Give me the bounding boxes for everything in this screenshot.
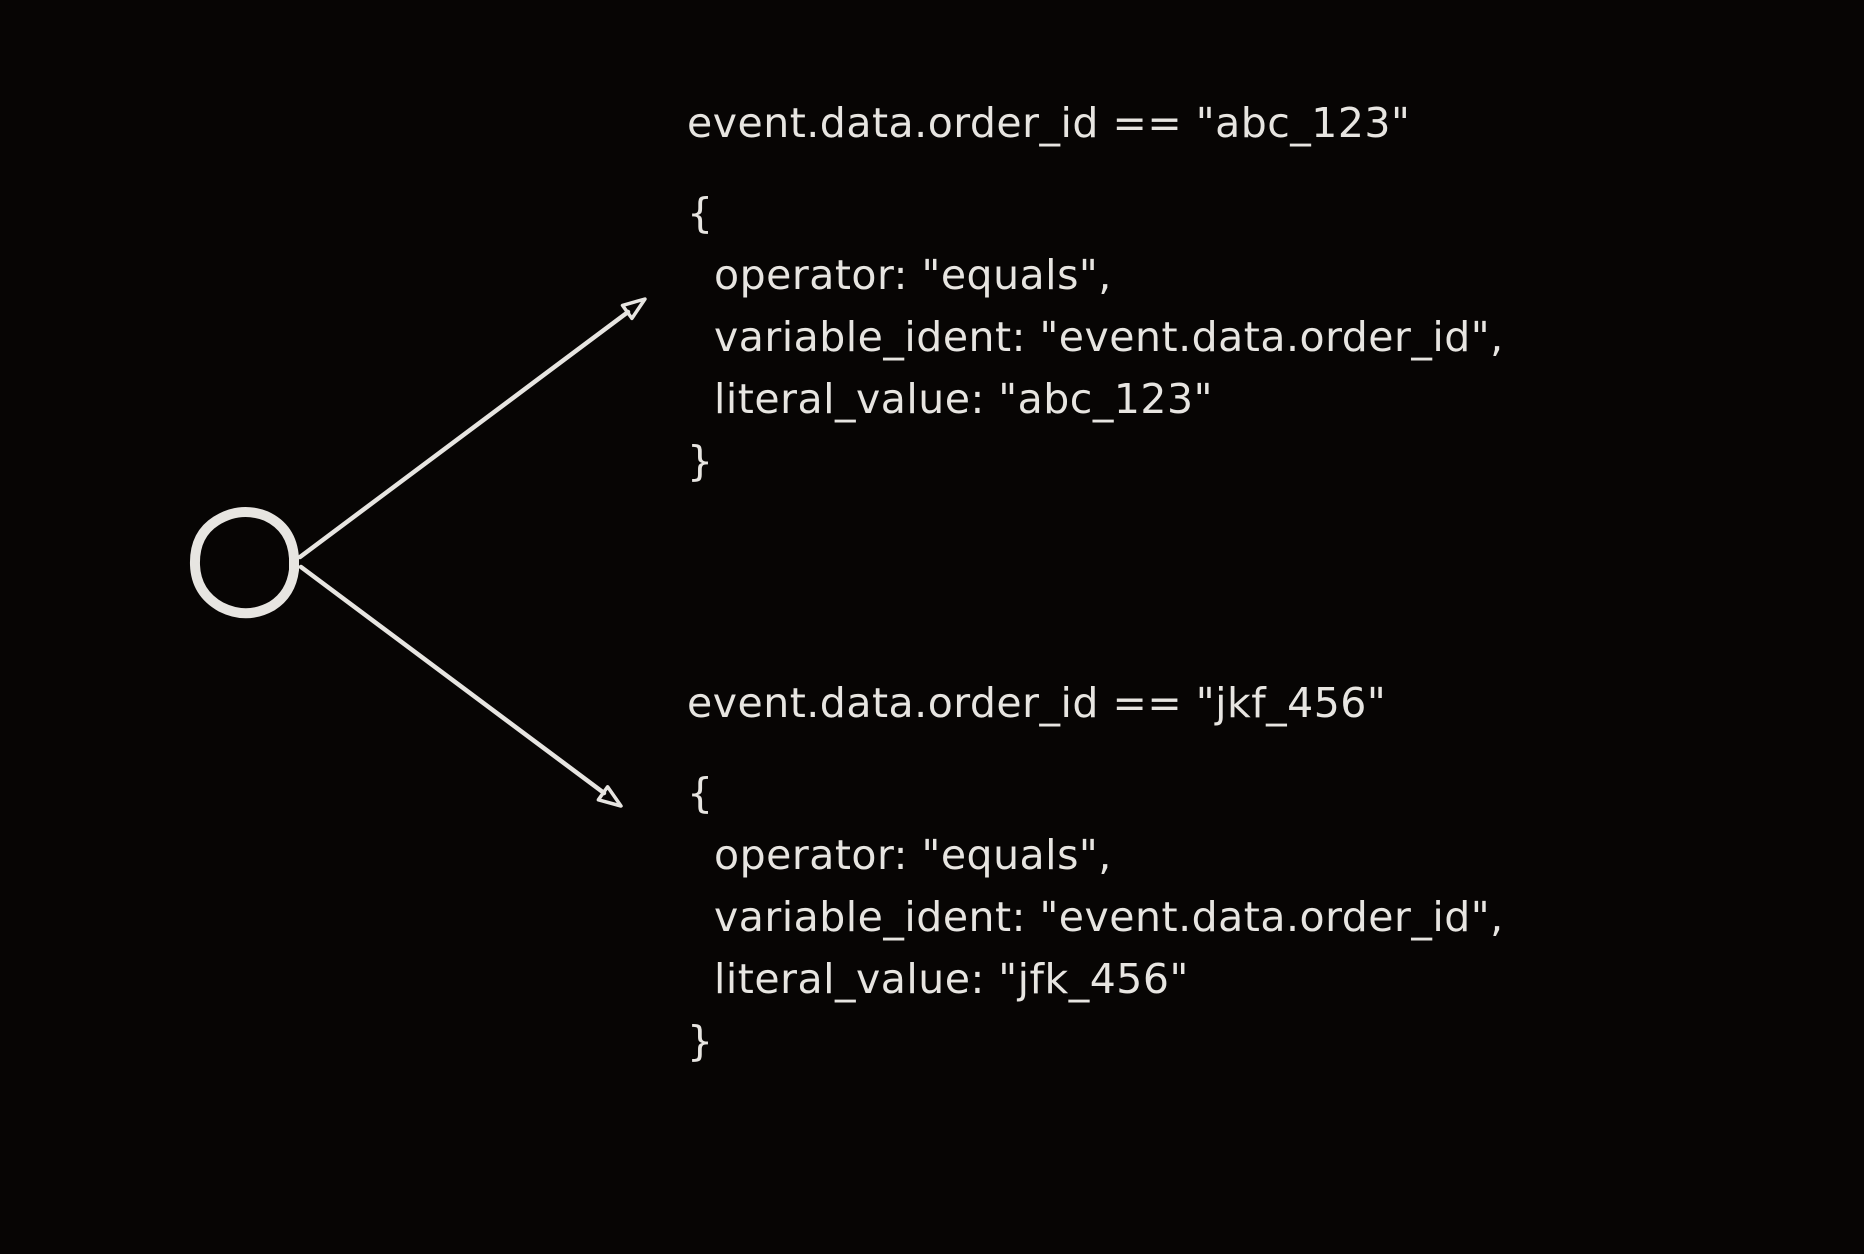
arrow-top-icon (297, 297, 647, 560)
branch-top-expression: event.data.order_id == "abc_123" (687, 99, 1411, 147)
code-line: variable_ident: "event.data.order_id", (714, 893, 1504, 941)
code-line: variable_ident: "event.data.order_id", (714, 313, 1504, 361)
branch-bottom-json-block: { operator: "equals", variable_ident: "e… (687, 762, 1504, 1072)
branch-bottom-expression: event.data.order_id == "jkf_456" (687, 679, 1387, 727)
branch-top: event.data.order_id == "abc_123" { opera… (687, 96, 1787, 485)
code-line: } (687, 1017, 714, 1065)
code-line: { (687, 769, 714, 817)
code-line: } (687, 437, 714, 485)
branch-top-json-block: { operator: "equals", variable_ident: "e… (687, 182, 1504, 492)
code-line: literal_value: "jfk_456" (714, 955, 1189, 1003)
branch-bottom: event.data.order_id == "jkf_456" { opera… (687, 676, 1787, 1065)
state-node-circle-icon (189, 507, 299, 619)
code-line: operator: "equals", (714, 831, 1112, 879)
arrow-bottom-icon (298, 564, 623, 808)
code-line: literal_value: "abc_123" (714, 375, 1213, 423)
code-line: operator: "equals", (714, 251, 1112, 299)
code-line: { (687, 189, 714, 237)
